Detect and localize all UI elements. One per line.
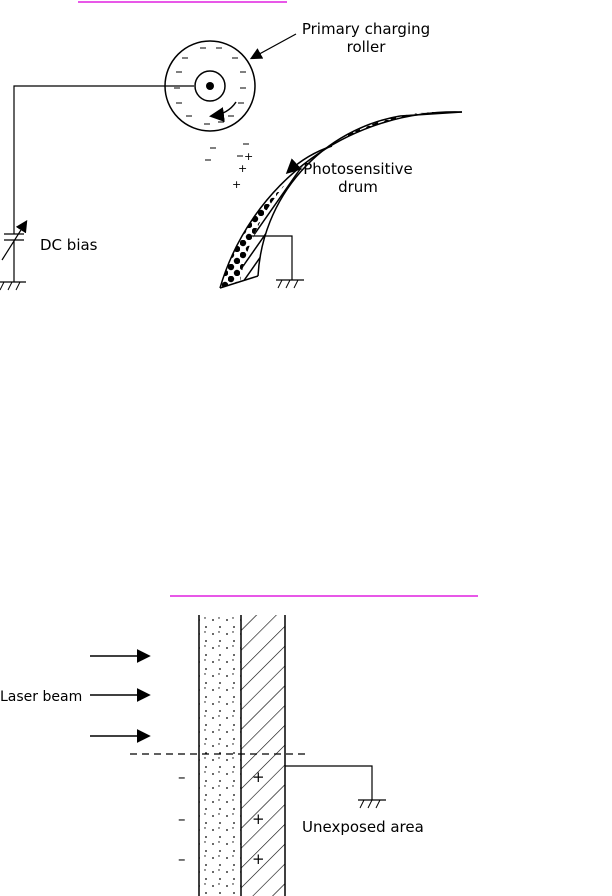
primary-charging-roller [164, 40, 256, 132]
drum-positive-charge: + [232, 178, 242, 191]
contact-charges [205, 143, 249, 161]
positive-charge: + [252, 810, 265, 828]
drum-positive-charge: + [238, 162, 248, 175]
cross-section-ground [285, 765, 386, 809]
roller-label-line-1: Primary charging [301, 20, 431, 38]
roller-rotation-arrow [209, 101, 237, 122]
roller-label-leader [249, 33, 297, 60]
drum-ground [252, 235, 304, 289]
dc-bias-label: DC bias [40, 236, 98, 254]
photosensitive-drum [219, 111, 463, 289]
negative-charge: – [178, 810, 186, 828]
roller-negative-charges [174, 47, 246, 125]
negative-charge: – [178, 850, 186, 868]
drum-cross-section [198, 615, 286, 896]
drum-label-line-2: drum [338, 178, 378, 196]
drum-positive-charge: + [244, 150, 254, 163]
dc-bias-symbol [0, 219, 28, 291]
laser-beam-arrows [90, 649, 151, 743]
positive-charge: + [252, 768, 265, 786]
bias-wire [13, 85, 194, 234]
positive-charge: + [252, 850, 265, 868]
drum-rotation-arrow [285, 145, 333, 175]
negative-charge: – [178, 768, 186, 786]
laser-beam-label: Laser beam [0, 689, 83, 705]
drum-label-line-1: Photosensitive [303, 160, 413, 178]
primary-charging-roller-label: Primary charging roller [296, 20, 436, 56]
roller-label-line-2: roller [346, 38, 386, 56]
photosensitive-drum-label: Photosensitive drum [296, 160, 420, 196]
unexposed-area-label: Unexposed area [302, 818, 424, 836]
